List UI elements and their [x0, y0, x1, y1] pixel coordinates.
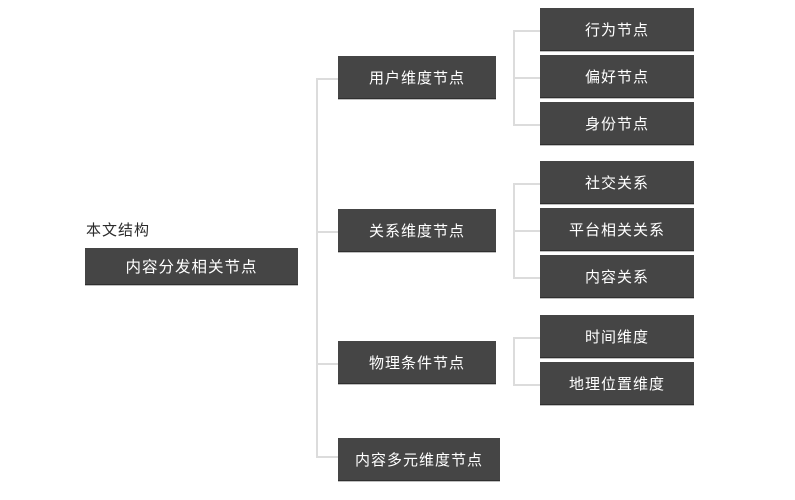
node-leaf-1-2[interactable]: 偏好节点: [540, 55, 694, 98]
connector-stub-branch-1: [316, 78, 338, 80]
connector-stub-leaf-3-2: [513, 384, 540, 386]
node-leaf-1-3[interactable]: 身份节点: [540, 102, 694, 145]
connector-stub-branch-3: [316, 363, 338, 365]
node-leaf-2-1[interactable]: 社交关系: [540, 161, 694, 204]
connector-stub-branch-2: [316, 231, 338, 233]
node-leaf-3-1[interactable]: 时间维度: [540, 315, 694, 358]
connector-trunk-branch-3: [513, 337, 515, 385]
node-leaf-3-2[interactable]: 地理位置维度: [540, 362, 694, 405]
connector-stub-leaf-1-2: [513, 77, 540, 79]
node-leaf-1-1[interactable]: 行为节点: [540, 8, 694, 51]
node-branch-4[interactable]: 内容多元维度节点: [338, 438, 500, 481]
connector-trunk-level1: [316, 78, 318, 458]
node-leaf-2-2[interactable]: 平台相关关系: [540, 208, 694, 251]
diagram-title-label: 本文结构: [86, 221, 151, 239]
connector-stub-leaf-3-1: [513, 337, 540, 339]
node-leaf-2-3[interactable]: 内容关系: [540, 255, 694, 298]
connector-stub-branch-4: [316, 456, 338, 458]
connector-stub-leaf-1-3: [513, 124, 540, 126]
node-branch-2[interactable]: 关系维度节点: [338, 209, 496, 252]
node-root[interactable]: 内容分发相关节点: [85, 248, 298, 285]
node-branch-1[interactable]: 用户维度节点: [338, 56, 496, 99]
connector-stub-leaf-1-1: [513, 30, 540, 32]
connector-stub-leaf-2-2: [513, 230, 540, 232]
connector-stub-leaf-2-3: [513, 277, 540, 279]
node-branch-3[interactable]: 物理条件节点: [338, 341, 496, 384]
connector-stub-leaf-2-1: [513, 183, 540, 185]
